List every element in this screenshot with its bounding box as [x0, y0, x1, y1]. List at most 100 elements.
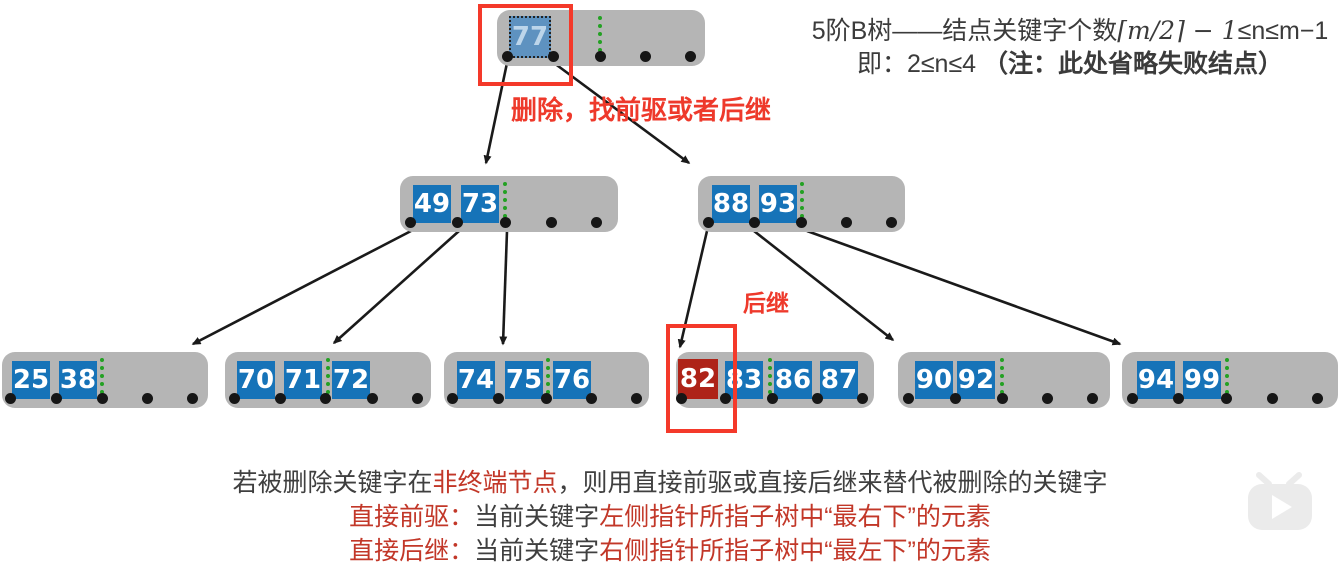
min-key-divider	[598, 16, 602, 60]
pointer-dot	[142, 393, 153, 404]
key: 74	[457, 361, 495, 399]
key: 25	[12, 361, 50, 399]
explanation-text: 当前关键字	[474, 537, 600, 565]
title-line1-text: 5阶B树——结点关键字个数	[811, 17, 1118, 45]
pointer-dot	[502, 51, 513, 62]
title-line2-text: 即：2≤n≤4	[856, 50, 984, 78]
explanation-text: ，则用直接前驱或直接后继来替代被删除的关键字	[557, 469, 1108, 497]
pointer-dot	[1312, 393, 1323, 404]
key: 86	[774, 361, 812, 399]
pointer-dot	[541, 393, 552, 404]
pointer-dot	[275, 393, 286, 404]
key: 73	[461, 185, 499, 223]
pointer-dot	[5, 393, 16, 404]
key: 83	[725, 361, 763, 399]
node-internal-left: 49 73	[400, 176, 618, 232]
pointer-dot	[493, 393, 504, 404]
edge-right-to-leaf6	[806, 229, 1122, 346]
node-root: 77	[497, 10, 705, 66]
pointer-dot	[500, 217, 511, 228]
min-key-divider	[800, 182, 804, 226]
successor-label: 后继	[743, 290, 789, 316]
node-leaf-5: 90 92	[898, 352, 1110, 408]
pointer-dot	[886, 217, 897, 228]
pointer-dot	[405, 217, 416, 228]
title-line2-note: （注：此处省略失败结点）	[983, 50, 1284, 78]
pointer-dot	[1267, 393, 1278, 404]
delete-hint-label: 删除，找前驱或者后继	[511, 95, 772, 125]
title-line1-range: ≤n≤m−1	[1237, 17, 1329, 45]
explanation-text: 当前关键字	[474, 503, 600, 531]
pointer-dot	[857, 393, 868, 404]
key-82-successor: 82	[678, 359, 718, 399]
pointer-dot	[229, 393, 240, 404]
key: 49	[413, 185, 451, 223]
pointer-dot	[720, 393, 731, 404]
pointer-dot	[1042, 393, 1053, 404]
pointer-dot	[595, 51, 606, 62]
successor-def-label: 直接后继：	[349, 537, 475, 565]
pointer-dot	[51, 393, 62, 404]
key: 72	[332, 361, 370, 399]
edge-left-to-leaf1	[191, 229, 412, 346]
pointer-dot	[412, 393, 423, 404]
pointer-dot	[591, 217, 602, 228]
key: 75	[505, 361, 543, 399]
title-line2: 即：2≤n≤4 （注：此处省略失败结点）	[803, 48, 1337, 81]
min-key-divider	[768, 358, 772, 402]
min-key-divider	[326, 358, 330, 402]
explanation-red-text: 左侧指针所指子树中“最右下”的元素	[599, 503, 991, 531]
key: 90	[915, 361, 953, 399]
edge-left-to-leaf2	[332, 230, 460, 345]
explanation-line3: 直接后继：当前关键字右侧指针所指子树中“最左下”的元素	[0, 534, 1340, 568]
pointer-dot	[796, 217, 807, 228]
explanation-text: 若被删除关键字在	[232, 469, 433, 497]
key: 92	[957, 361, 995, 399]
min-key-divider	[1000, 358, 1004, 402]
key: 88	[712, 185, 750, 223]
pointer-dot	[1127, 393, 1138, 404]
successor-marquee	[666, 324, 737, 433]
min-key-divider	[1225, 358, 1229, 402]
key: 76	[553, 361, 591, 399]
key: 99	[1183, 361, 1221, 399]
explanation-red-text: 非终端节点	[432, 469, 558, 497]
pointer-dot	[320, 393, 331, 404]
title-line1-math: ⌈m/2⌉ − 1	[1117, 16, 1238, 45]
key-77-selected: 77	[509, 16, 551, 58]
key: 93	[759, 185, 797, 223]
delete-target-marquee	[478, 4, 573, 86]
pointer-dot	[631, 393, 642, 404]
explanation-red-text: 右侧指针所指子树中“最左下”的元素	[599, 537, 991, 565]
key: 38	[59, 361, 97, 399]
key: 70	[237, 361, 275, 399]
pointer-dot	[1221, 393, 1232, 404]
node-leaf-1: 25 38	[2, 352, 208, 408]
pointer-dot	[97, 393, 108, 404]
explanation-block: 若被删除关键字在非终端节点，则用直接前驱或直接后继来替代被删除的关键字 直接前驱…	[0, 466, 1340, 568]
edge-left-to-leaf3	[499, 230, 509, 346]
pointer-dot	[546, 217, 557, 228]
node-internal-right: 88 93	[698, 176, 905, 232]
pointer-dot	[703, 217, 714, 228]
predecessor-label: 直接前驱：	[349, 503, 475, 531]
pointer-dot	[685, 51, 696, 62]
key: 71	[284, 361, 322, 399]
pointer-dot	[187, 393, 198, 404]
slide-title: 5阶B树——结点关键字个数⌈m/2⌉ − 1≤n≤m−1 即：2≤n≤4 （注：…	[803, 14, 1337, 81]
node-leaf-3: 74 75 76	[444, 352, 649, 408]
explanation-line2: 直接前驱：当前关键字左侧指针所指子树中“最右下”的元素	[0, 500, 1340, 534]
node-leaf-2: 70 71 72	[225, 352, 431, 408]
min-key-divider	[100, 358, 104, 402]
pointer-dot	[841, 217, 852, 228]
pointer-dot	[367, 393, 378, 404]
pointer-dot	[548, 51, 559, 62]
node-leaf-4: 82 83 86 87	[676, 352, 874, 408]
key: 87	[820, 361, 858, 399]
pointer-dot	[676, 393, 687, 404]
pointer-dot	[997, 393, 1008, 404]
pointer-dot	[447, 393, 458, 404]
explanation-line1: 若被删除关键字在非终端节点，则用直接前驱或直接后继来替代被删除的关键字	[0, 466, 1340, 500]
bilibili-tv-play-icon	[1243, 472, 1319, 539]
